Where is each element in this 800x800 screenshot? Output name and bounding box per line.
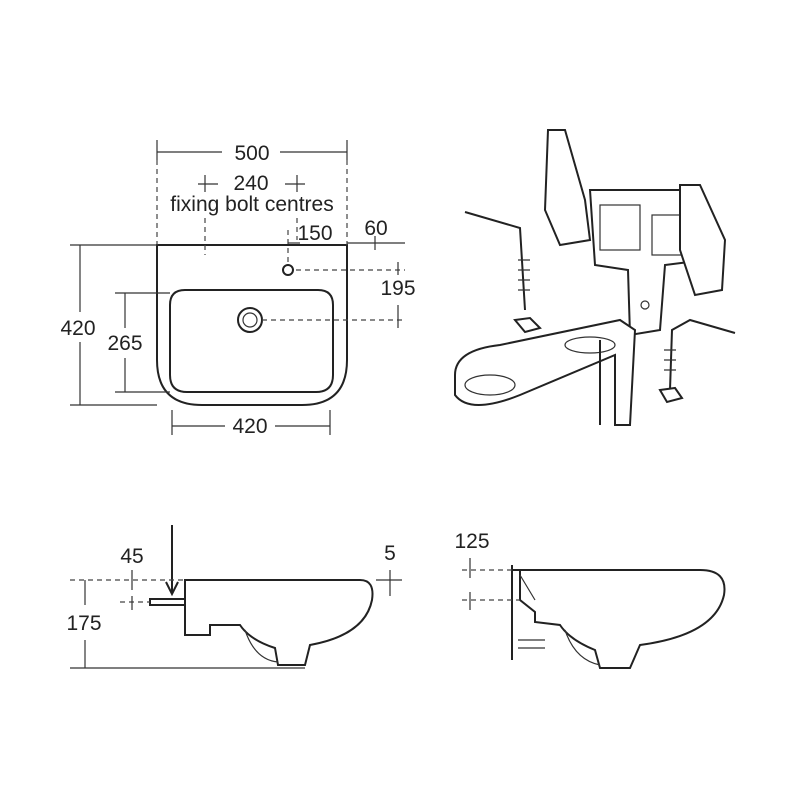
dim-overall-depth: 420	[60, 317, 95, 340]
dim-bowl-depth: 265	[107, 332, 142, 355]
dim-tap-offset-small: 60	[364, 217, 387, 240]
dim-rim-offset: 5	[384, 542, 396, 565]
basin-outline	[156, 244, 348, 406]
dim-overall-width: 500	[234, 142, 269, 165]
bracket-illustration	[454, 129, 736, 426]
drain-icon	[237, 307, 263, 333]
dim-tap-offset: 150	[297, 222, 332, 245]
dim-bracket-height: 125	[454, 530, 489, 553]
bowl-outline	[169, 289, 334, 393]
dim-bowl-width: 420	[232, 415, 267, 438]
dim-tap-depth: 195	[380, 277, 415, 300]
plan-view: 500 240 fixing bolt centres 150 60 195 4…	[60, 140, 416, 438]
dim-height: 175	[66, 612, 101, 635]
side-view-left: 45 175 5	[66, 525, 402, 669]
dim-bolt-centres: 240	[233, 172, 268, 195]
side-view-right: 125	[454, 530, 726, 669]
tap-hole-icon	[282, 264, 294, 276]
bolt-caption: fixing bolt centres	[170, 193, 333, 216]
dim-bolt-height: 45	[120, 545, 143, 568]
